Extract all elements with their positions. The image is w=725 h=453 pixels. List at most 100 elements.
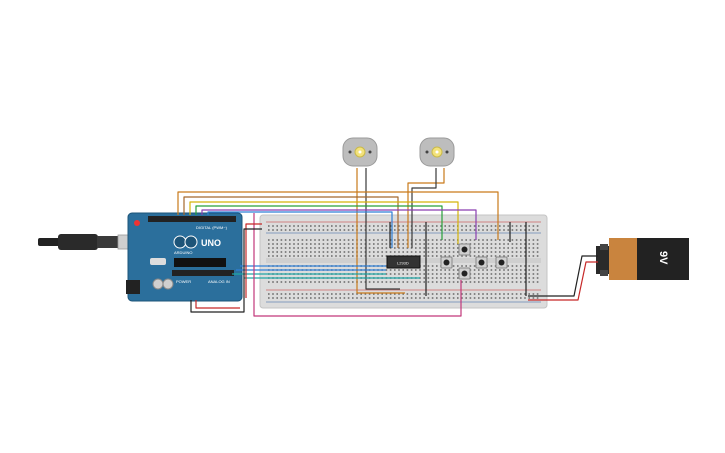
breadboard-hole (473, 273, 476, 275)
breadboard-hole (427, 239, 430, 241)
breadboard-hole (293, 229, 295, 231)
breadboard-hole (532, 247, 535, 249)
breadboard-hole (398, 293, 400, 295)
wire-magenta[interactable] (253, 213, 462, 317)
breadboard-hole (268, 229, 270, 231)
breadboard-hole (347, 251, 350, 253)
breadboard-hole (528, 293, 530, 295)
push-button-1[interactable] (458, 243, 471, 256)
breadboard-hole (326, 229, 329, 231)
breadboard-hole (394, 225, 396, 227)
breadboard-hole (347, 297, 350, 299)
breadboard-hole (436, 229, 438, 231)
breadboard-hole (394, 269, 396, 271)
breadboard-hole (520, 251, 522, 253)
motor-driver-chip[interactable]: L293D (386, 255, 421, 269)
breadboard-hole (381, 255, 383, 257)
breadboard-hole (507, 239, 509, 241)
breadboard-hole (524, 297, 526, 299)
wire-purple-top[interactable] (201, 209, 477, 240)
breadboard-hole (427, 273, 430, 275)
breadboard-hole (490, 293, 493, 295)
breadboard-hole (511, 255, 514, 257)
breadboard-hole (444, 293, 446, 295)
breadboard-hole (431, 273, 434, 275)
breadboard-hole (524, 239, 526, 241)
arduino-uno-label: UNO (201, 238, 221, 248)
wire-yellow-top[interactable] (189, 201, 459, 244)
breadboard-hole (322, 243, 325, 245)
breadboard-hole (322, 293, 325, 295)
breadboard-hole (402, 251, 404, 253)
wire-motor2-b[interactable] (411, 168, 437, 248)
breadboard-hole (482, 273, 484, 275)
breadboard-hole (515, 281, 518, 283)
breadboard-hole (436, 255, 438, 257)
wire-brown-top[interactable] (183, 196, 399, 248)
breadboard-hole (389, 293, 392, 295)
breadboard-hole (423, 297, 425, 299)
breadboard-hole (524, 281, 526, 283)
breadboard-hole (326, 255, 329, 257)
breadboard-hole (536, 297, 539, 299)
wire-black-gnd[interactable] (190, 228, 262, 313)
breadboard-hole (419, 269, 421, 271)
breadboard-hole (347, 293, 350, 295)
wire-motor1-b[interactable] (365, 168, 400, 290)
breadboard-hole (444, 297, 446, 299)
push-button-3[interactable] (475, 256, 488, 269)
breadboard-hole (536, 243, 539, 245)
wire-battery-black[interactable] (528, 255, 598, 297)
breadboard-hole (444, 269, 446, 271)
wire-red-power[interactable] (245, 223, 262, 298)
push-button-4[interactable] (495, 256, 508, 269)
breadboard-hole (452, 273, 455, 275)
breadboard-hole (368, 293, 371, 295)
breadboard-hole (436, 281, 438, 283)
breadboard-hole (402, 269, 404, 271)
dc-motor-1[interactable] (342, 137, 378, 167)
breadboard-hole (331, 225, 333, 227)
breadboard-hole (280, 247, 283, 249)
breadboard-hole (503, 225, 505, 227)
wire-green-top[interactable] (195, 205, 443, 240)
breadboard-hole (314, 255, 316, 257)
chip-label: L293D (397, 261, 409, 266)
breadboard-hole (494, 297, 497, 299)
breadboard-hole (423, 281, 425, 283)
breadboard-hole (339, 225, 341, 227)
breadboard-hole (524, 277, 526, 279)
wire-red-gnd2[interactable] (195, 300, 240, 309)
breadboard-hole (360, 281, 362, 283)
breadboard-hole (410, 251, 413, 253)
wire-motor2-a[interactable] (407, 168, 445, 248)
breadboard-hole (284, 297, 287, 299)
breadboard-hole (352, 239, 354, 241)
breadboard-hole (440, 255, 442, 257)
breadboard-hole (335, 293, 337, 295)
breadboard-hole (377, 247, 379, 249)
battery-9v[interactable]: 9V (596, 238, 689, 280)
breadboard-hole (431, 225, 434, 227)
dc-motor-2[interactable] (419, 137, 455, 167)
breadboard-hole (532, 265, 535, 267)
wire-orange-top[interactable] (177, 191, 499, 240)
breadboard-hole (331, 255, 333, 257)
wire-battery-red[interactable] (528, 261, 598, 301)
push-button-2[interactable] (440, 256, 453, 269)
breadboard-hole (469, 293, 472, 295)
breadboard-hole (469, 243, 472, 245)
breadboard-hole (494, 293, 497, 295)
breadboard-hole (373, 229, 375, 231)
breadboard-hole (423, 255, 425, 257)
breadboard-hole (305, 297, 308, 299)
breadboard-hole (486, 297, 488, 299)
wire-blue-top[interactable] (207, 211, 393, 248)
breadboard-hole (347, 243, 350, 245)
breadboard-hole (503, 293, 505, 295)
breadboard-hole (520, 247, 522, 249)
push-button-5[interactable] (458, 267, 471, 280)
breadboard-hole (272, 247, 274, 249)
breadboard-hole (478, 247, 480, 249)
arduino-board[interactable]: UNO ARDUINO DIGITAL (PWM~) ANALOG IN POW… (126, 212, 243, 302)
